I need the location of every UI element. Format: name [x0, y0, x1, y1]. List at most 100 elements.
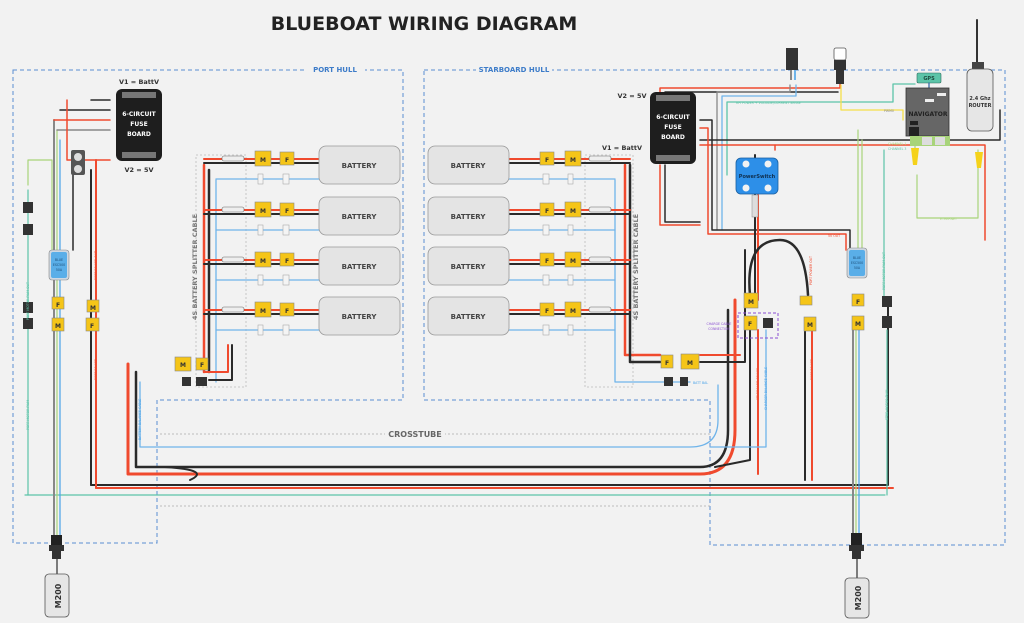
male-connector-label: M	[260, 308, 266, 315]
router-ethernet-plug	[975, 152, 983, 168]
port-fuse-board[interactable]: V1 = BattV 6-CIRCUIT FUSE BOARD V2 = 5V	[116, 78, 162, 174]
stbd-fuse-line3: BOARD	[661, 134, 685, 141]
male-connector-label: M	[570, 258, 576, 265]
balance-plug	[282, 224, 290, 236]
battery[interactable]	[427, 145, 510, 185]
svg-text:GPS: GPS	[923, 76, 935, 82]
female-connector	[279, 151, 295, 166]
port-main-female-connector	[195, 357, 209, 371]
port-fuse-line2: FUSE	[130, 121, 147, 128]
balance-plug	[282, 324, 290, 336]
gps-module[interactable]: GPS	[916, 72, 942, 84]
svg-text:BLUE: BLUE	[853, 256, 861, 260]
svg-text:CONNECTION: CONNECTION	[708, 327, 730, 331]
stbd-fuse-bottom-label: V1 = BattV	[602, 144, 642, 152]
balance-plug	[257, 274, 264, 286]
port-fuse-line3: BOARD	[127, 131, 151, 138]
stbd-fuse-line2: FUSE	[664, 124, 681, 131]
svg-text:ETHERNET: ETHERNET	[940, 217, 957, 221]
starboard-splitter-box	[584, 154, 634, 388]
charge-cable-connection[interactable]: M F CHARGE CABLE CONNECTION M	[707, 292, 817, 339]
svg-text:ROUTER: ROUTER	[969, 103, 992, 109]
balance-plug	[542, 324, 550, 336]
port-motor-label: M200	[54, 583, 63, 608]
battery-label: BATTERY	[451, 213, 487, 221]
svg-text:PWM0: PWM0	[884, 109, 894, 113]
top-switch[interactable]	[786, 48, 798, 80]
svg-text:M: M	[687, 360, 693, 367]
svg-text:F: F	[665, 360, 669, 367]
diagram-title: BLUEBOAT WIRING DIAGRAM	[271, 13, 577, 35]
battery[interactable]	[318, 196, 401, 236]
svg-text:M: M	[90, 305, 96, 312]
starboard-esc-connectors: F M	[851, 293, 892, 331]
balance-plug	[282, 274, 290, 286]
battery-label: BATTERY	[342, 263, 378, 271]
inline-fuse	[221, 256, 245, 263]
svg-text:ESC500: ESC500	[53, 263, 65, 267]
female-connector-label: F	[285, 258, 289, 265]
svg-text:PORT MOTOR PWM OUT: PORT MOTOR PWM OUT	[882, 252, 886, 290]
svg-text:F: F	[56, 302, 60, 309]
port-fuse-bottom-label: V2 = 5V	[124, 166, 153, 174]
port-fuse-line1: 6-CIRCUIT	[122, 111, 156, 118]
battery[interactable]	[318, 145, 401, 185]
female-connector	[539, 151, 555, 166]
balance-plug	[542, 224, 550, 236]
balance-plug	[542, 173, 550, 185]
battery[interactable]	[427, 296, 510, 336]
inline-fuse	[588, 206, 612, 213]
balance-plug	[567, 173, 574, 185]
top-sensor	[833, 47, 847, 84]
svg-text:F: F	[90, 323, 94, 330]
battery[interactable]	[427, 196, 510, 236]
battery-label: BATTERY	[451, 263, 487, 271]
battery-label: BATTERY	[342, 213, 378, 221]
svg-text:M: M	[55, 323, 61, 330]
power-switch[interactable]: PowerSwitch	[735, 157, 779, 218]
balance-plug	[542, 274, 550, 286]
navigator-board[interactable]: NAVIGATOR	[905, 87, 950, 146]
female-connector-label: F	[545, 258, 549, 265]
male-connector	[254, 201, 272, 218]
starboard-motor[interactable]: M200	[844, 533, 870, 619]
balance-plug	[282, 173, 290, 185]
navigator-ethernet-plug	[911, 148, 919, 165]
female-connector-label: F	[545, 157, 549, 164]
inline-fuse	[588, 256, 612, 263]
router[interactable]: 2.4 Ghz ROUTER	[966, 62, 994, 132]
port-balance-connector-b	[196, 377, 207, 386]
svg-text:CHARGER BALANCE CABLE: CHARGER BALANCE CABLE	[764, 367, 768, 410]
stbd-main-female-connector	[660, 354, 674, 369]
port-switch[interactable]	[71, 150, 85, 175]
inline-fuse	[221, 155, 245, 162]
starboard-battery-row: BATTERY M F	[427, 246, 631, 286]
battery[interactable]	[318, 246, 401, 286]
svg-text:PORT POWER: PORT POWER	[810, 358, 814, 380]
svg-text:50A: 50A	[56, 268, 63, 272]
battery-label: BATTERY	[451, 313, 487, 321]
stbd-fuse-line1: 6-CIRCUIT	[656, 114, 690, 121]
stbd-main-male-connector	[680, 353, 700, 370]
svg-text:F: F	[748, 321, 752, 328]
battery-label: BATTERY	[342, 162, 378, 170]
male-connector	[254, 150, 272, 167]
port-balance-connector-a	[182, 377, 191, 386]
starboard-esc[interactable]: BLUE ESC500 50A	[846, 247, 868, 279]
male-connector-label: M	[570, 208, 576, 215]
battery[interactable]	[318, 296, 401, 336]
port-esc[interactable]: BLUE ESC500 50A	[48, 249, 70, 281]
starboard-fuse-board[interactable]: V2 = 5V 6-CIRCUIT FUSE BOARD V1 = BattV	[602, 92, 696, 164]
female-connector	[539, 202, 555, 217]
battery[interactable]	[427, 246, 510, 286]
male-connector-label: M	[260, 258, 266, 265]
wire-labels: RPI POWER + VOLTAGE/CURRENT SENSE PWM0 C…	[26, 101, 957, 440]
port-motor[interactable]: M200	[44, 535, 70, 618]
inline-fuse	[221, 206, 245, 213]
